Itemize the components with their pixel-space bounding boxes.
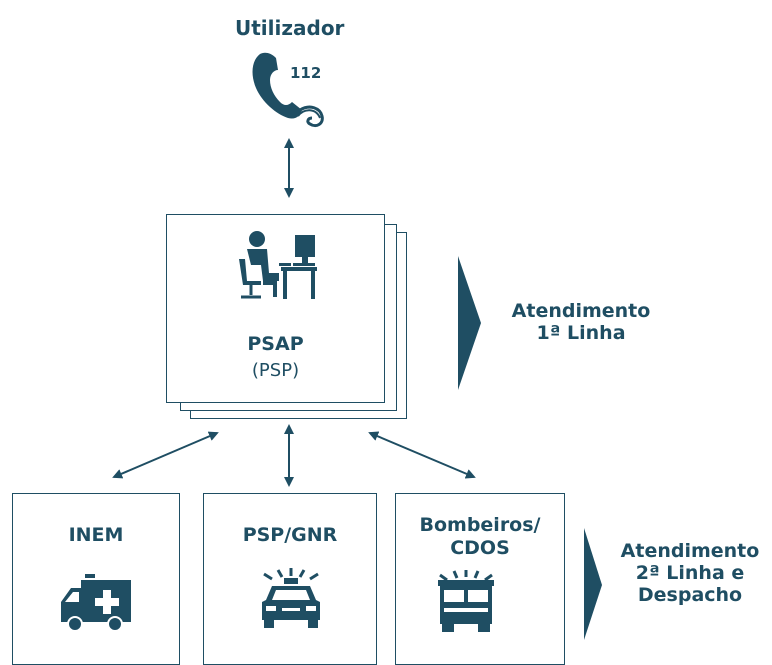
phone-number: 112 — [290, 64, 322, 82]
second-line-text-2: 2ª Linha e — [635, 562, 745, 584]
user-label: Utilizador — [235, 16, 345, 40]
second-line-chevron — [584, 528, 602, 640]
first-line-chevron — [458, 256, 481, 390]
telephone-icon — [252, 52, 324, 128]
psap-inem-arrow — [112, 431, 219, 479]
agency-box-pspgnr: PSP/GNR — [203, 493, 377, 665]
agency-label-bombeiros: Bombeiros/ CDOS — [396, 514, 564, 560]
operator-workstation-icon — [239, 231, 317, 299]
agency-label-bombeiros-2: CDOS — [450, 537, 510, 559]
first-line-text-2: 1ª Linha — [536, 322, 626, 344]
psap-bombeiros-arrow — [368, 431, 476, 479]
agency-label-bombeiros-1: Bombeiros/ — [419, 514, 541, 536]
fire-truck-icon — [438, 570, 494, 632]
connectors-layer — [112, 138, 602, 640]
second-line-label: Atendimento 2ª Linha e Despacho — [610, 540, 770, 606]
agency-box-bombeiros: Bombeiros/ CDOS — [395, 493, 565, 665]
psap-box: PSAP (PSP) — [166, 214, 385, 403]
first-line-label: Atendimento 1ª Linha — [496, 300, 666, 344]
psap-title: PSAP — [247, 333, 304, 355]
agency-label-pspgnr: PSP/GNR — [242, 524, 338, 546]
ambulance-icon — [61, 574, 131, 632]
psap-subtitle: (PSP) — [251, 360, 300, 381]
police-car-icon — [262, 568, 320, 628]
second-line-text-1: Atendimento — [620, 540, 760, 562]
first-line-text-1: Atendimento — [511, 300, 651, 322]
second-line-text-3: Despacho — [637, 584, 743, 606]
agency-label-inem: INEM — [68, 524, 124, 546]
agency-box-inem: INEM — [12, 493, 180, 665]
